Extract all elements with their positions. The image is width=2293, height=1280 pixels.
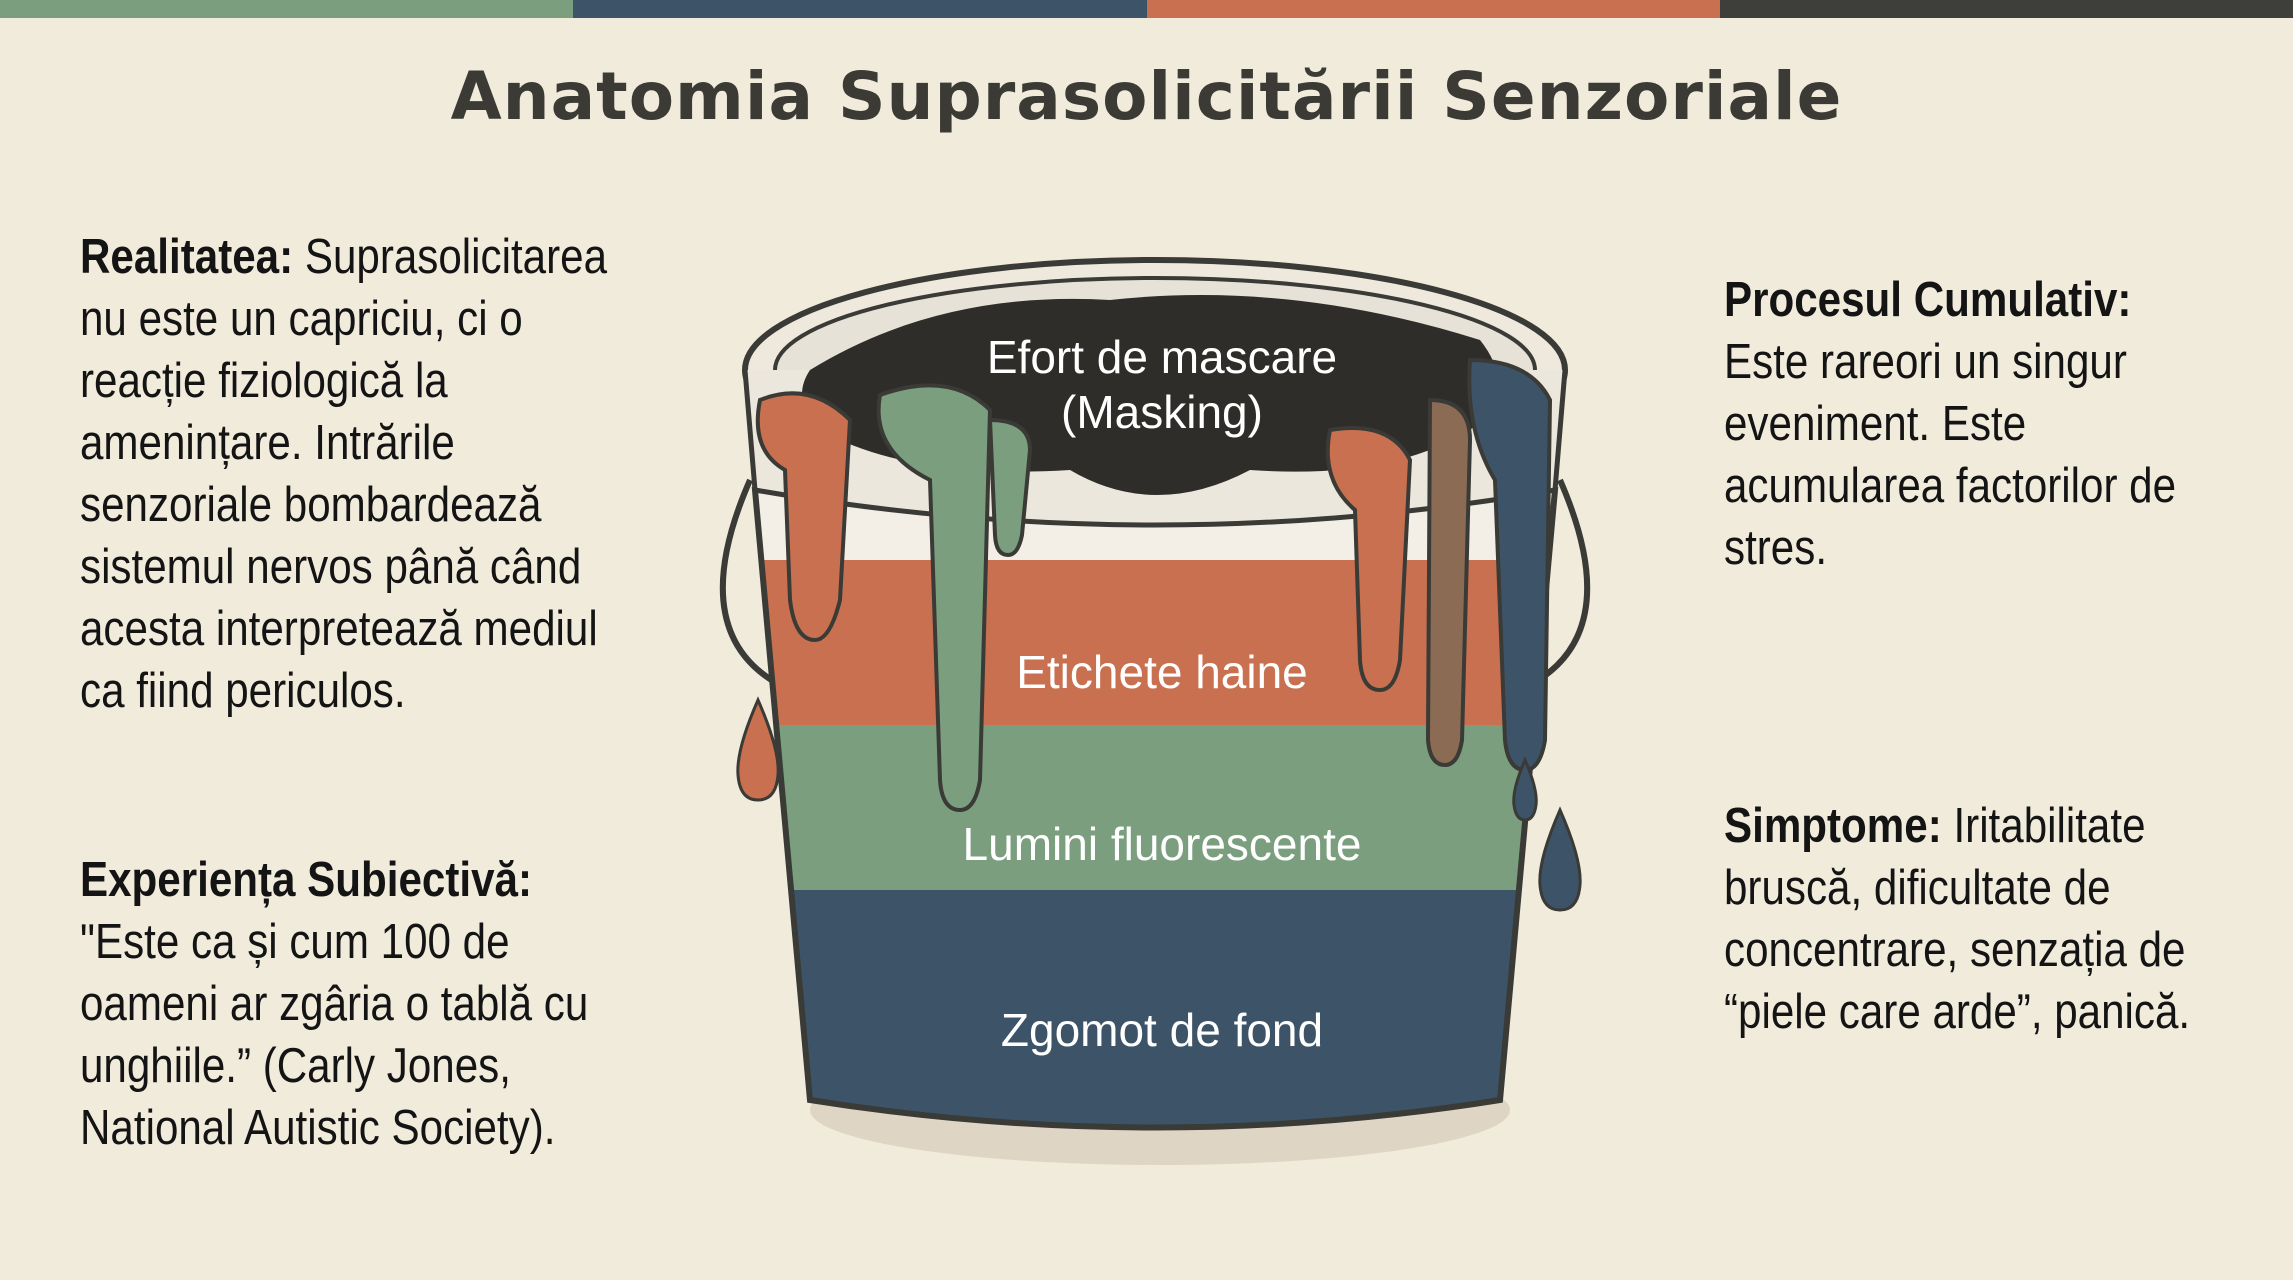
- proces-text: Este rareori un singur eveniment. Este a…: [1724, 335, 2177, 575]
- strip-green: [0, 0, 574, 18]
- proces-heading: Procesul Cumulativ:: [1724, 273, 2132, 327]
- label-masking-line1: Efort de mascare: [987, 331, 1337, 383]
- color-strip: [0, 0, 2293, 18]
- page-title: Anatomia Suprasolicitării Senzoriale: [450, 58, 1843, 135]
- realitatea-block: Realitatea: Suprasolicitarea nu este un …: [80, 226, 622, 722]
- strip-dark: [1719, 0, 2293, 18]
- experienta-text: "Este ca și cum 100 de oameni ar zgâria …: [80, 915, 589, 1155]
- strip-orange: [1146, 0, 1720, 18]
- proces-block: Procesul Cumulativ: Este rareori un sing…: [1724, 269, 2223, 579]
- bucket-handle: [719, 478, 792, 693]
- bucket-outline: [751, 487, 1559, 1131]
- brown-drip: [1425, 397, 1473, 768]
- overflowing-bucket-illustration: Efort de mascare (Masking) Etichete hain…: [690, 220, 1620, 1180]
- experienta-block: Experiența Subiectivă: "Este ca și cum 1…: [80, 849, 639, 1159]
- experienta-heading: Experiența Subiectivă:: [80, 853, 532, 907]
- green-drip-small: [987, 417, 1033, 558]
- orange-drop: [736, 696, 780, 802]
- orange-drip: [755, 391, 853, 643]
- green-drip: [876, 383, 993, 813]
- simptome-heading: Simptome:: [1724, 799, 1942, 853]
- label-masking-line2: (Masking): [1061, 386, 1263, 438]
- orange-drip-right: [1325, 426, 1413, 693]
- realitatea-heading: Realitatea:: [80, 230, 294, 284]
- simptome-text: Iritabilitate bruscă, dificultate de con…: [1724, 799, 2191, 1039]
- label-orange-layer: Etichete haine: [1016, 646, 1308, 698]
- realitatea-text: Suprasolicitarea nu este un capriciu, ci…: [80, 230, 608, 718]
- label-blue-layer: Zgomot de fond: [1001, 1004, 1323, 1056]
- layer-blue: [755, 890, 1555, 1128]
- layer-orange: [755, 560, 1555, 745]
- blue-drop: [1538, 806, 1582, 912]
- label-green-layer: Lumini fluorescente: [963, 818, 1362, 870]
- simptome-block: Simptome: Iritabilitate bruscă, dificult…: [1724, 795, 2223, 1043]
- strip-blue: [573, 0, 1147, 18]
- blue-drop-small: [1512, 756, 1538, 822]
- layer-green: [755, 725, 1555, 910]
